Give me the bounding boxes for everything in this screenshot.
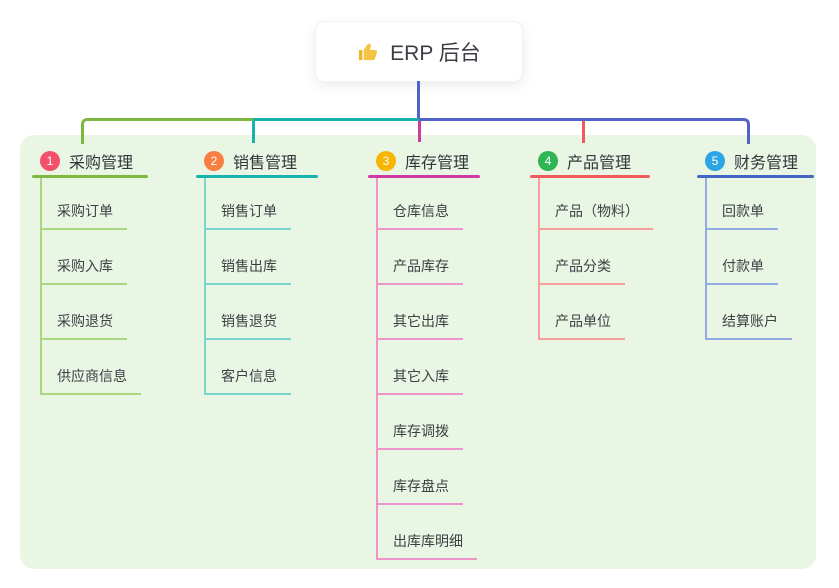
connector-branch-5 [419, 118, 750, 144]
branch-number-badge: 2 [204, 151, 224, 171]
branch-title-node[interactable]: 1 采购管理 [40, 149, 133, 173]
branch-number-badge: 4 [538, 151, 558, 171]
mindmap-node[interactable]: 客户信息 [204, 366, 291, 395]
mindmap-node[interactable]: 库存盘点 [376, 476, 463, 505]
mindmap-node[interactable]: 其它出库 [376, 311, 463, 340]
branch-title-label: 采购管理 [69, 155, 134, 172]
mindmap-node[interactable]: 产品单位 [538, 311, 625, 340]
root-node-label: ERP 后台 [390, 41, 481, 65]
connector-drop-branch-3 [418, 121, 421, 142]
mindmap-node[interactable]: 销售订单 [204, 201, 291, 230]
connector-branch-1 [81, 118, 253, 144]
mindmap-node[interactable]: 供应商信息 [40, 366, 141, 395]
branch-title-node[interactable]: 3 库存管理 [376, 149, 469, 173]
root-connector-line [417, 81, 420, 121]
mindmap-node[interactable]: 采购订单 [40, 201, 127, 230]
branch-number-badge: 1 [40, 151, 60, 171]
branch-title-label: 财务管理 [734, 155, 799, 172]
branch-number-badge: 5 [705, 151, 725, 171]
thumbs-up-icon [359, 43, 378, 61]
connector-drop-branch-2 [252, 121, 255, 143]
mindmap-node[interactable]: 付款单 [705, 256, 778, 285]
mindmap-node[interactable]: 出库库明细 [376, 531, 477, 560]
branch-title-label: 库存管理 [405, 155, 470, 172]
connector-branch-2 [253, 118, 420, 121]
mindmap-node[interactable]: 销售退货 [204, 311, 291, 340]
mindmap-node[interactable]: 仓库信息 [376, 201, 463, 230]
branch-items-connector [705, 178, 707, 339]
branch-items-connector [204, 178, 206, 394]
branch-title-underline [368, 175, 480, 178]
branch-title-underline [697, 175, 814, 178]
branch-title-label: 销售管理 [233, 155, 298, 172]
branch-items-connector [40, 178, 42, 394]
root-node[interactable]: ERP 后台 [315, 21, 523, 82]
mindmap-node[interactable]: 产品分类 [538, 256, 625, 285]
mindmap-node[interactable]: 采购入库 [40, 256, 127, 285]
mindmap-node[interactable]: 产品库存 [376, 256, 463, 285]
mindmap-node[interactable]: 库存调拨 [376, 421, 463, 450]
mindmap-node[interactable]: 结算账户 [705, 311, 792, 340]
branch-title-node[interactable]: 4 产品管理 [538, 149, 631, 173]
connector-drop-branch-4 [582, 121, 585, 143]
branch-title-label: 产品管理 [567, 155, 632, 172]
mindmap-node[interactable]: 采购退货 [40, 311, 127, 340]
branch-number-badge: 3 [376, 151, 396, 171]
branch-title-underline [196, 175, 318, 178]
branch-title-underline [32, 175, 148, 178]
mindmap-node[interactable]: 产品（物料） [538, 201, 653, 230]
branch-title-underline [530, 175, 650, 178]
branch-panel-background [20, 135, 816, 569]
mindmap-node[interactable]: 销售出库 [204, 256, 291, 285]
branch-items-connector [538, 178, 540, 339]
mindmap-node[interactable]: 其它入库 [376, 366, 463, 395]
branch-title-node[interactable]: 2 销售管理 [204, 149, 297, 173]
branch-title-node[interactable]: 5 财务管理 [705, 149, 798, 173]
mindmap-node[interactable]: 回款单 [705, 201, 778, 230]
branch-items-connector [376, 178, 378, 559]
